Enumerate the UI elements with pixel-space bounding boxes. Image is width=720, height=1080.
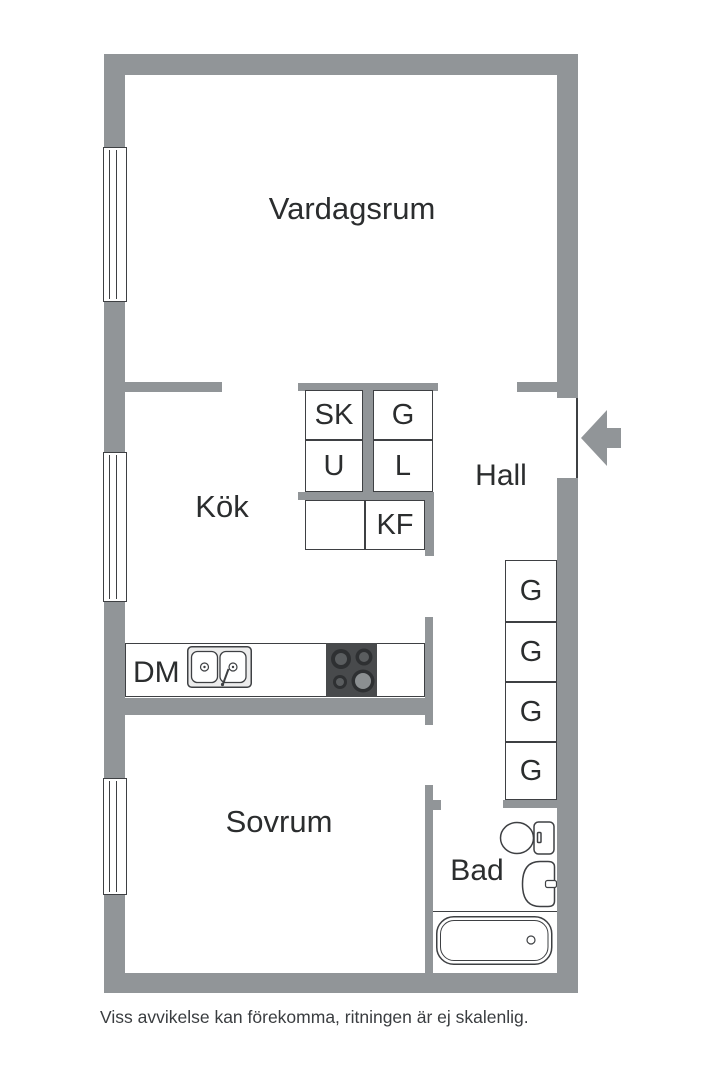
closet-kf: KF	[365, 500, 425, 550]
wall-left-1	[104, 54, 125, 147]
wall-closet-right	[425, 492, 434, 556]
closet-g: G	[373, 390, 433, 440]
closet-u: U	[305, 440, 363, 492]
window-sovrum	[103, 778, 127, 895]
room-label-vardagsrum: Vardagsrum	[268, 191, 436, 226]
closet-empty	[305, 500, 365, 550]
wardrobe-g-3: G	[505, 682, 557, 742]
wardrobe-g-2: G	[505, 622, 557, 682]
wall-bottom	[104, 973, 578, 993]
wardrobe-g-2-label: G	[519, 635, 543, 668]
room-label-bad: Bad	[450, 854, 504, 887]
closet-kf-label: KF	[376, 508, 414, 541]
wall-top	[104, 54, 578, 75]
wall-closet-divider	[363, 391, 373, 492]
wall-closet-mid	[298, 492, 433, 500]
room-label-kok: Kök	[195, 489, 249, 524]
wardrobe-g-1: G	[505, 560, 557, 622]
wall-left-3	[104, 602, 125, 778]
closet-sk: SK	[305, 390, 363, 440]
entrance-arrow-icon	[581, 410, 621, 466]
bathtub-icon	[436, 916, 553, 965]
room-label-sovrum: Sovrum	[225, 804, 333, 839]
wardrobe-g-4-label: G	[519, 754, 543, 787]
disclaimer-text: Viss avvikelse kan förekomma, ritningen …	[100, 1007, 529, 1027]
wall-left-4	[104, 895, 125, 993]
wall-hall-bad	[503, 800, 557, 808]
wall-left-2	[104, 302, 125, 452]
kitchen-sink-icon	[187, 646, 252, 688]
closet-sk-label: SK	[314, 398, 354, 431]
entrance-door-line	[576, 398, 578, 478]
window-vardagsrum	[103, 147, 127, 302]
wardrobe-g-1-label: G	[519, 574, 543, 607]
closet-u-label: U	[323, 449, 345, 482]
wall-sovrum-bad	[425, 785, 433, 973]
wall-bad-door-stub	[433, 800, 441, 810]
closet-l: L	[373, 440, 433, 492]
window-glass	[109, 781, 117, 892]
washbasin-icon	[521, 860, 557, 908]
closet-l-label: L	[394, 449, 412, 482]
wall-right-2	[557, 478, 578, 993]
toilet-icon	[499, 821, 555, 855]
window-glass	[109, 150, 117, 299]
wall-vardagsrum-hall	[517, 382, 557, 392]
closet-g-label: G	[391, 398, 415, 431]
wall-vardagsrum-kok	[125, 382, 222, 392]
dishwasher-label: DM	[133, 656, 180, 689]
room-label-hall: Hall	[475, 459, 527, 492]
window-kok	[103, 452, 127, 602]
window-glass	[109, 455, 117, 599]
bathroom-divider-line	[433, 911, 557, 913]
wall-closet-top	[298, 383, 438, 391]
wall-right-1	[557, 54, 578, 398]
wardrobe-g-4: G	[505, 742, 557, 800]
wall-kok-hall	[425, 617, 433, 725]
wardrobe-g-3-label: G	[519, 695, 543, 728]
wall-kok-sovrum	[125, 698, 433, 715]
stove-icon	[326, 643, 377, 697]
